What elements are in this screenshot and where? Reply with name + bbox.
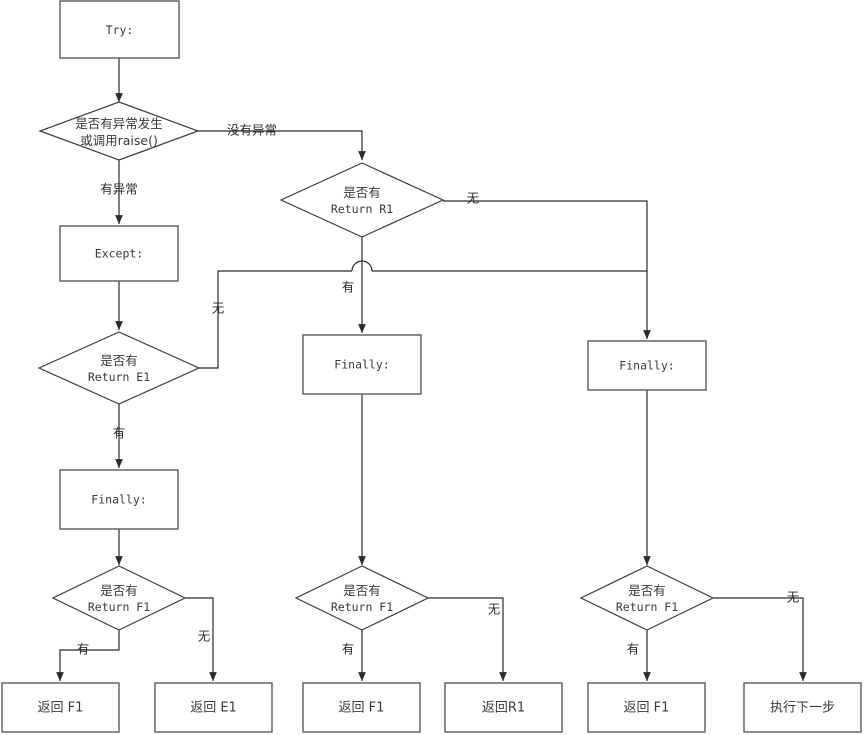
finally-left-box-shape[interactable] [59,469,179,530]
node-terminal-return-r1[interactable]: 返回R1 [444,682,563,733]
edge-label-r1-yes: 有 [342,280,355,295]
terminal-return-f1-b-shape[interactable] [302,682,421,733]
terminal-return-f1-c-shape[interactable] [587,682,706,733]
terminal-return-e1-label: 返回 E1 [190,701,237,716]
node-terminal-return-f1-a[interactable]: 返回 F1 [1,682,120,733]
node-decision-return-f1-left[interactable]: 是否有 Return F1 [51,565,187,631]
node-finally-left[interactable]: Finally: [59,469,179,530]
node-finally-right[interactable]: Finally: [587,340,707,391]
decision-return-f1-mid-line2: Return F1 [331,600,393,614]
terminal-return-f1-a-label: 返回 F1 [38,701,84,716]
edge-e1-none-to-bus [199,270,352,369]
except-box-label: Except: [95,247,143,261]
node-finally-mid[interactable]: Finally: [302,334,422,395]
decision-return-f1-left-shape[interactable] [51,565,187,631]
try-box-shape[interactable] [59,0,180,59]
decision-return-f1-mid-shape[interactable] [294,565,430,631]
decision-exception-line1: 是否有异常发生 [75,116,163,131]
node-terminal-return-e1[interactable]: 返回 E1 [154,682,273,733]
decision-return-f1-right-line2: Return F1 [616,600,678,614]
terminal-return-f1-c-label: 返回 F1 [624,701,670,716]
node-terminal-return-f1-c[interactable]: 返回 F1 [587,682,706,733]
terminal-return-r1-shape[interactable] [444,682,563,733]
except-box-shape[interactable] [59,225,179,282]
terminal-return-r1-label: 返回R1 [482,701,525,716]
node-except[interactable]: Except: [59,225,179,282]
terminal-return-f1-b-label: 返回 F1 [339,701,385,716]
edge-label-no-exception: 没有异常 [227,123,277,138]
node-decision-return-f1-mid[interactable]: 是否有 Return F1 [294,565,430,631]
node-decision-return-f1-right[interactable]: 是否有 Return F1 [579,565,715,631]
decision-return-e1-line1: 是否有 [100,353,138,368]
decision-return-r1-shape[interactable] [279,162,445,238]
edge-f1-left-none-to-return-e1 [185,597,217,682]
edge-label-has-exception: 有异常 [100,182,138,197]
finally-right-box-label: Finally: [619,359,674,373]
finally-mid-box-shape[interactable] [302,334,422,395]
edge-label-f1-right-yes: 有 [627,642,640,657]
edge-r1-none-to-finally-right [443,200,651,340]
decision-return-f1-left-line1: 是否有 [100,583,138,598]
node-try[interactable]: Try: [59,0,180,59]
edge-f1-mid-none-to-return-r1 [428,597,507,682]
edge-label-e1-none: 无 [212,301,225,316]
finally-mid-box-label: Finally: [334,358,389,372]
edge-label-f1-mid-none: 无 [488,602,501,617]
node-terminal-return-f1-b[interactable]: 返回 F1 [302,682,421,733]
edge-f1-right-none-to-next-step [713,597,807,682]
decision-return-e1-line2: Return E1 [88,370,150,384]
edge-label-f1-mid-yes: 有 [342,642,355,657]
finally-right-box-shape[interactable] [587,340,707,391]
decision-return-r1-line1: 是否有 [343,185,381,200]
decision-return-r1-line2: Return R1 [331,202,393,216]
decision-return-f1-right-line1: 是否有 [628,583,666,598]
decision-return-f1-mid-line1: 是否有 [343,583,381,598]
node-decision-exception[interactable]: 是否有异常发生 或调用raise() [38,101,200,161]
terminal-next-step-label: 执行下一步 [770,701,835,716]
terminal-return-f1-a-shape[interactable] [1,682,120,733]
decision-exception-shape[interactable] [38,101,200,161]
terminal-return-e1-shape[interactable] [154,682,273,733]
edge-no-exception-to-return-r1 [198,130,366,161]
node-decision-return-r1[interactable]: 是否有 Return R1 [279,162,445,238]
edge-f1-left-yes-to-return-f1 [56,630,120,682]
try-box-label: Try: [106,23,134,37]
decision-return-e1-shape[interactable] [37,331,201,405]
finally-left-box-label: Finally: [91,493,146,507]
terminal-next-step-shape[interactable] [743,682,862,733]
edge-label-f1-left-none: 无 [198,629,211,644]
edge-label-e1-yes: 有 [113,426,126,441]
node-decision-return-e1[interactable]: 是否有 Return E1 [37,331,201,405]
decision-exception-line2: 或调用raise() [80,133,158,148]
edge-label-r1-none: 无 [467,191,480,206]
decision-return-f1-right-shape[interactable] [579,565,715,631]
edge-label-f1-right-none: 无 [787,590,800,605]
decision-return-f1-left-line2: Return F1 [88,600,150,614]
edge-label-f1-left-yes: 有 [77,642,90,657]
node-terminal-next-step[interactable]: 执行下一步 [743,682,862,733]
